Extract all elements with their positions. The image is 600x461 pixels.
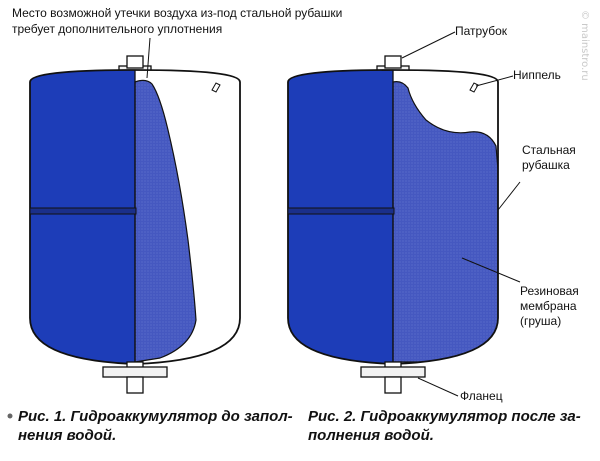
caption-fig1-line-2: нения водой. [18,427,117,444]
top-pipe-1 [126,55,144,69]
leader-flanets [417,377,459,397]
leader-patrubok [401,31,456,59]
nipple-1 [211,82,221,93]
caption-fig2-line-1: Рис. 2. Гидроаккумулятор после за- [308,408,581,425]
label-rubashka-1: Стальная [522,143,576,157]
caption-fig2-line-2: полнения водой. [308,427,434,444]
flange-1 [102,366,168,378]
leader-nippel [475,75,514,87]
bottom-pipe-1 [126,376,144,394]
bottom-pipe-2 [384,376,402,394]
caption-fig1-line-1: Рис. 1. Гидроаккумулятор до запол- [18,408,293,425]
caption-bullet [7,413,13,419]
label-nippel: Ниппель [513,68,561,82]
label-membrana-2: мембрана [520,299,577,313]
seam-band-2 [287,207,395,215]
top-pipe-2 [384,55,402,69]
seam-band-1 [29,207,137,215]
label-membrana-1: Резиновая [520,284,579,298]
steel-shell-outline-1 [29,69,241,365]
leader-membrana [461,257,521,283]
tank-body-blue-1 [30,70,135,364]
tank-figure-1 [29,37,241,394]
tank-figure-2 [287,31,521,397]
tank-body-blue-2 [288,70,393,364]
label-membrana-3: (груша) [520,314,562,328]
label-patrubok: Патрубок [455,24,508,38]
steel-shell-outline-2 [287,69,499,365]
leak-note-line-2: требует дополнительного уплотнения [12,22,223,36]
membrane-inflated [392,81,498,363]
leak-note-line-1: Место возможной утечки воздуха из-под ст… [12,6,343,20]
flange-2 [360,366,426,378]
membrane-deflated [134,79,197,363]
label-flanets: Фланец [460,389,503,403]
leader-leak [146,37,151,79]
label-rubashka-2: рубашка [522,158,570,172]
watermark: © mainstro.ru [579,10,590,81]
leader-rubashka [497,181,521,211]
